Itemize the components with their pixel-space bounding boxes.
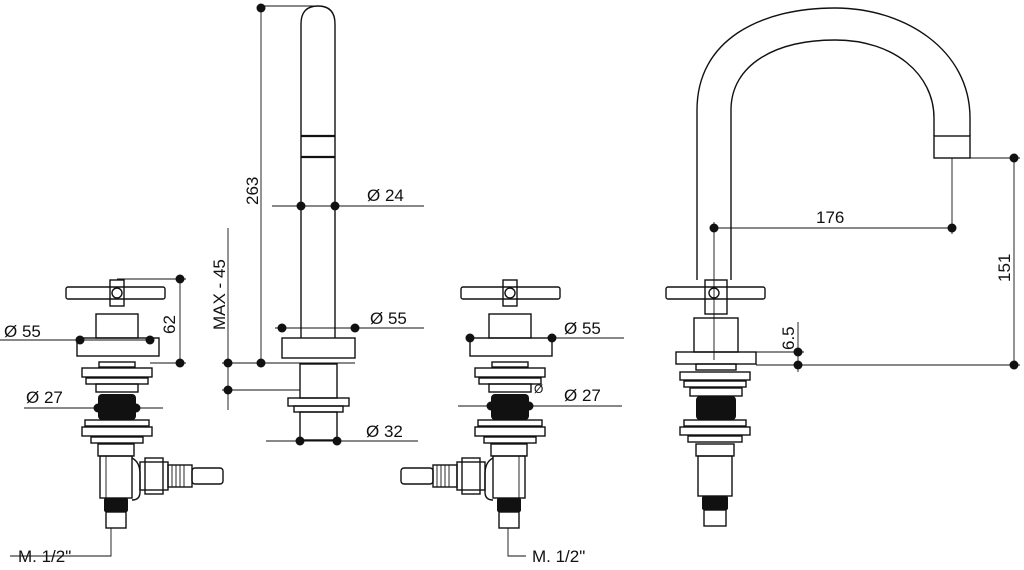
gooseneck-spout: [665, 7, 971, 527]
left-stem-diameter-label: Ø 27: [26, 388, 63, 407]
left-flange-diameter-label: Ø 55: [4, 322, 41, 341]
shank-diameter-label: Ø 32: [366, 422, 403, 441]
max-deck-label: MAX - 45: [210, 259, 229, 330]
spout-dimensions: 263 MAX - 45 Ø 24 Ø 55 Ø 32: [210, 3, 424, 446]
left-thread-label: M. 1/2": [18, 547, 71, 566]
gooseneck-height-label: 151: [995, 254, 1014, 282]
tube-diameter-label: Ø 24: [367, 186, 404, 205]
middle-flange-diameter-label: Ø 55: [564, 319, 601, 338]
base-height-label: 6.5: [779, 326, 798, 350]
spout-height-label: 263: [243, 177, 262, 205]
left-valve: [65, 279, 224, 529]
gooseneck-dimensions: 176 151 6.5: [709, 153, 1020, 372]
middle-stem-diameter-label: Ø 27: [564, 386, 601, 405]
left-valve-height-label: 62: [160, 315, 179, 334]
middle-valve-dimensions: Ø 55 Ø Ø 27 M. 1/2": [458, 319, 624, 566]
reach-label: 176: [816, 208, 844, 227]
base-diameter-label: Ø 55: [370, 309, 407, 328]
middle-valve: [400, 279, 561, 529]
spout-side-view: [281, 5, 356, 441]
left-valve-dimensions: Ø 55 62 Ø 27 M. 1/2": [0, 274, 186, 566]
middle-small-diameter-mark: Ø: [534, 382, 543, 396]
middle-thread-label: M. 1/2": [532, 547, 585, 566]
